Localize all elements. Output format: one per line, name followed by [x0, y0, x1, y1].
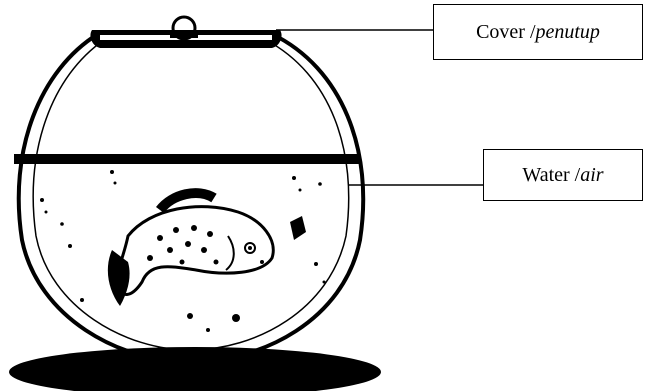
water-surface [14, 154, 360, 164]
cover-label-alt: penutup [536, 21, 600, 44]
cover-label: Cover / penutup [433, 4, 643, 60]
water-label-main: Water / [522, 164, 580, 187]
cover-label-main: Cover / [476, 21, 535, 44]
fish [108, 193, 273, 306]
bowl-base-shadow [9, 347, 381, 391]
water-label: Water / air [483, 149, 643, 201]
cover-ring-base [170, 30, 198, 38]
water-label-alt: air [580, 164, 603, 187]
